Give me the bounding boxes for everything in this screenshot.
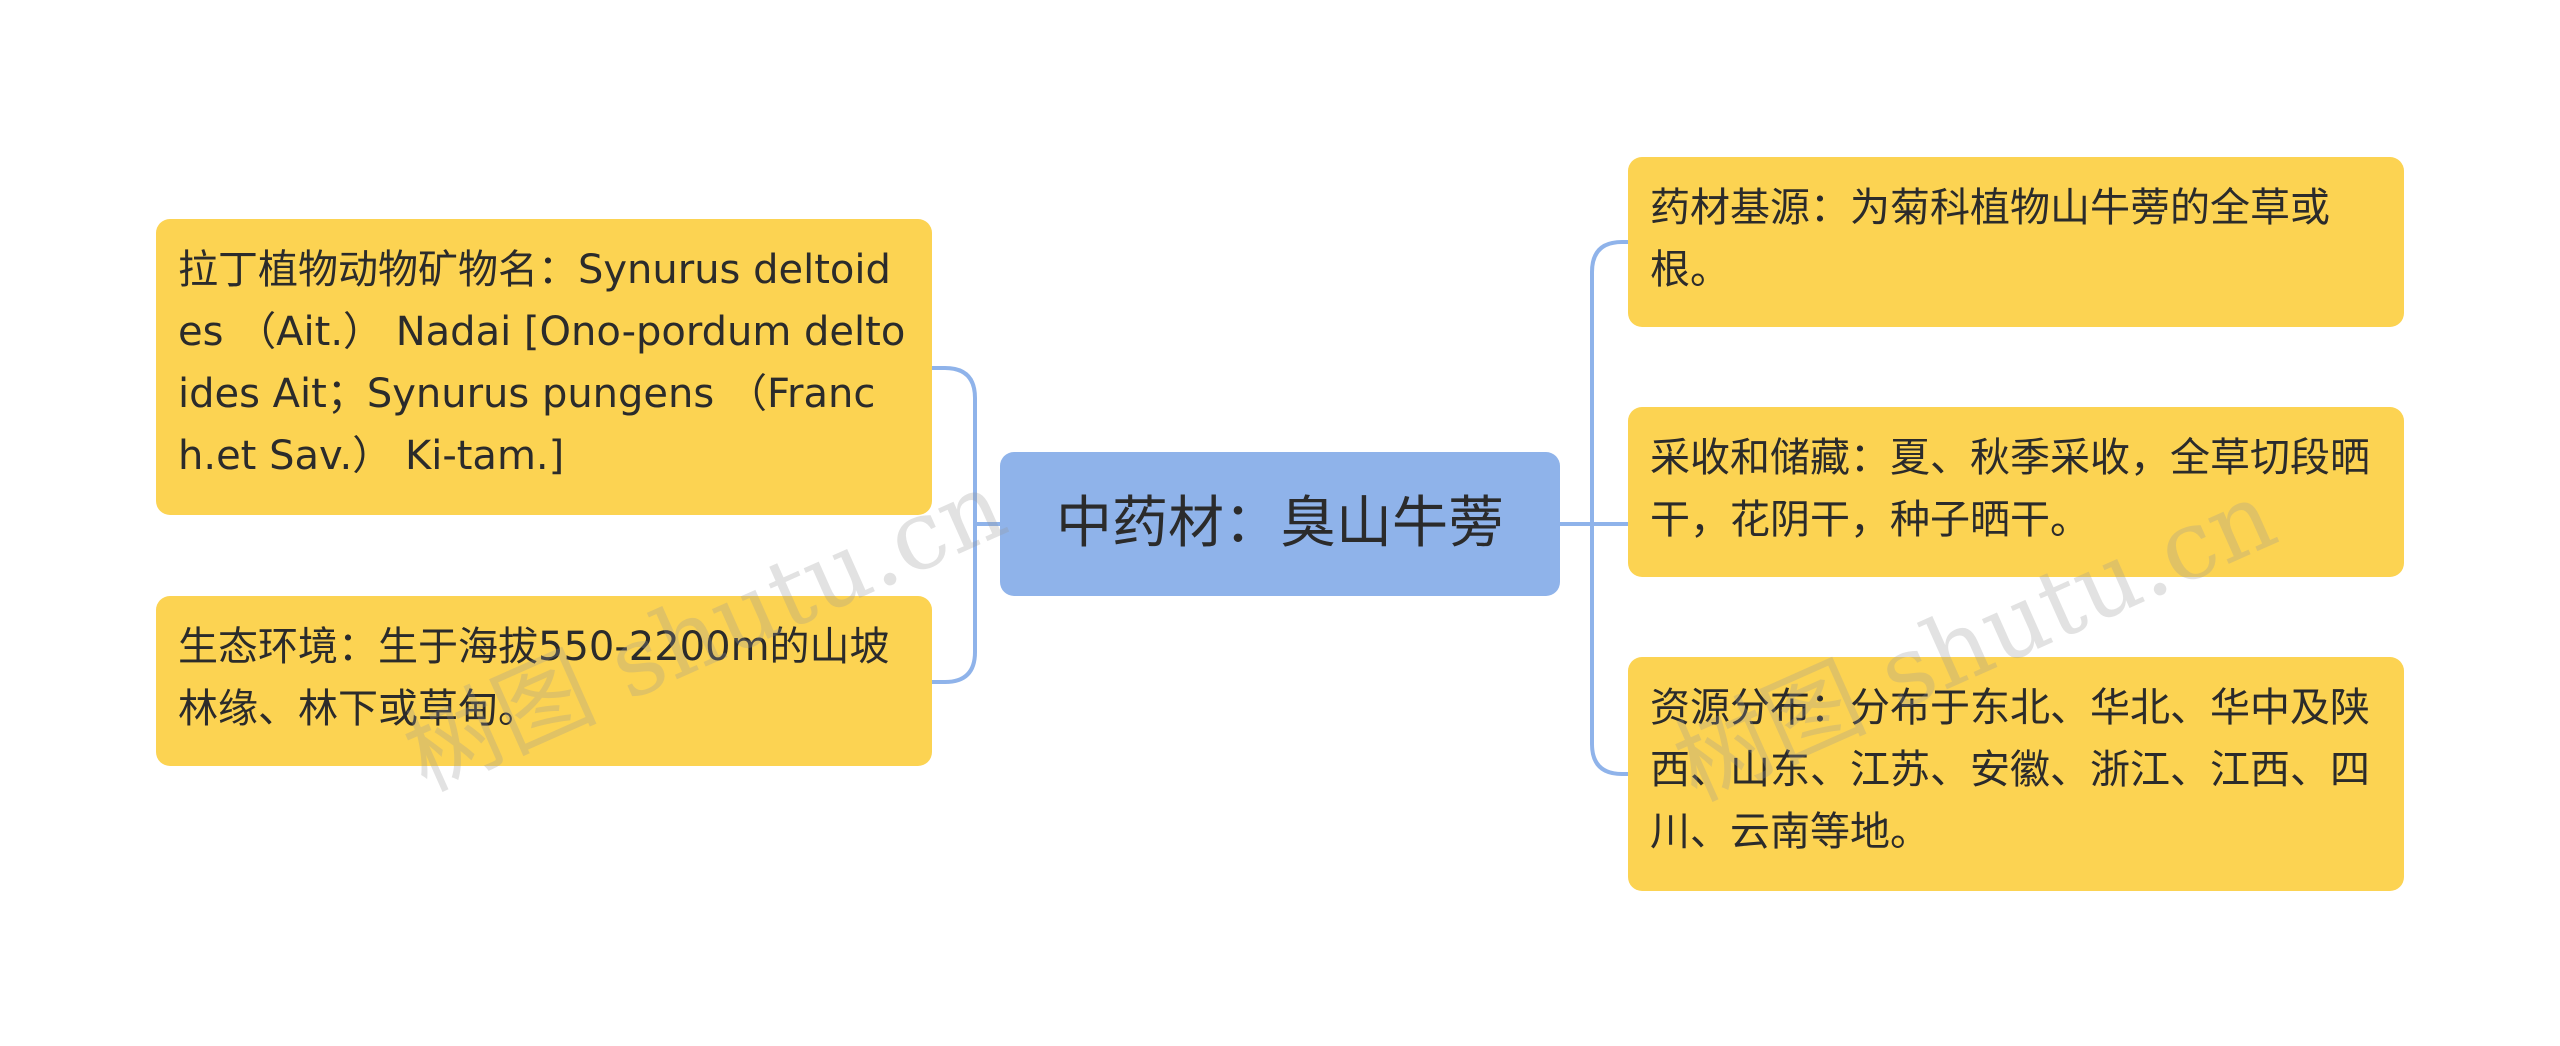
topic-latin-name[interactable]: 拉丁植物动物矿物名：Synurus deltoides （Ait.） Nadai… xyxy=(156,219,932,515)
topic-latin-name-text: 拉丁植物动物矿物名：Synurus deltoides （Ait.） Nadai… xyxy=(178,247,906,479)
topic-source[interactable]: 药材基源：为菊科植物山牛蒡的全草或根。 xyxy=(1628,157,2404,327)
connector-right-1 xyxy=(1590,240,1630,526)
topic-habitat-text: 生态环境：生于海拔550-2200m的山坡林缘、林下或草甸。 xyxy=(178,624,890,732)
topic-harvest-storage[interactable]: 采收和储藏：夏、秋季采收，全草切段晒干，花阴干，种子晒干。 xyxy=(1628,407,2404,577)
connector-right-3 xyxy=(1590,522,1630,776)
topic-harvest-storage-text: 采收和储藏：夏、秋季采收，全草切段晒干，花阴干，种子晒干。 xyxy=(1650,435,2370,543)
connector-left-1 xyxy=(930,366,977,526)
topic-habitat[interactable]: 生态环境：生于海拔550-2200m的山坡林缘、林下或草甸。 xyxy=(156,596,932,766)
topic-source-text: 药材基源：为菊科植物山牛蒡的全草或根。 xyxy=(1650,185,2330,293)
topic-distribution-text: 资源分布：分布于东北、华北、华中及陕西、山东、江苏、安徽、浙江、江西、四川、云南… xyxy=(1650,685,2370,855)
central-topic-label: 中药材：臭山牛蒡 xyxy=(1056,491,1504,556)
central-topic[interactable]: 中药材：臭山牛蒡 xyxy=(1000,452,1560,596)
topic-distribution[interactable]: 资源分布：分布于东北、华北、华中及陕西、山东、江苏、安徽、浙江、江西、四川、云南… xyxy=(1628,657,2404,891)
connector-left-2 xyxy=(930,522,977,684)
